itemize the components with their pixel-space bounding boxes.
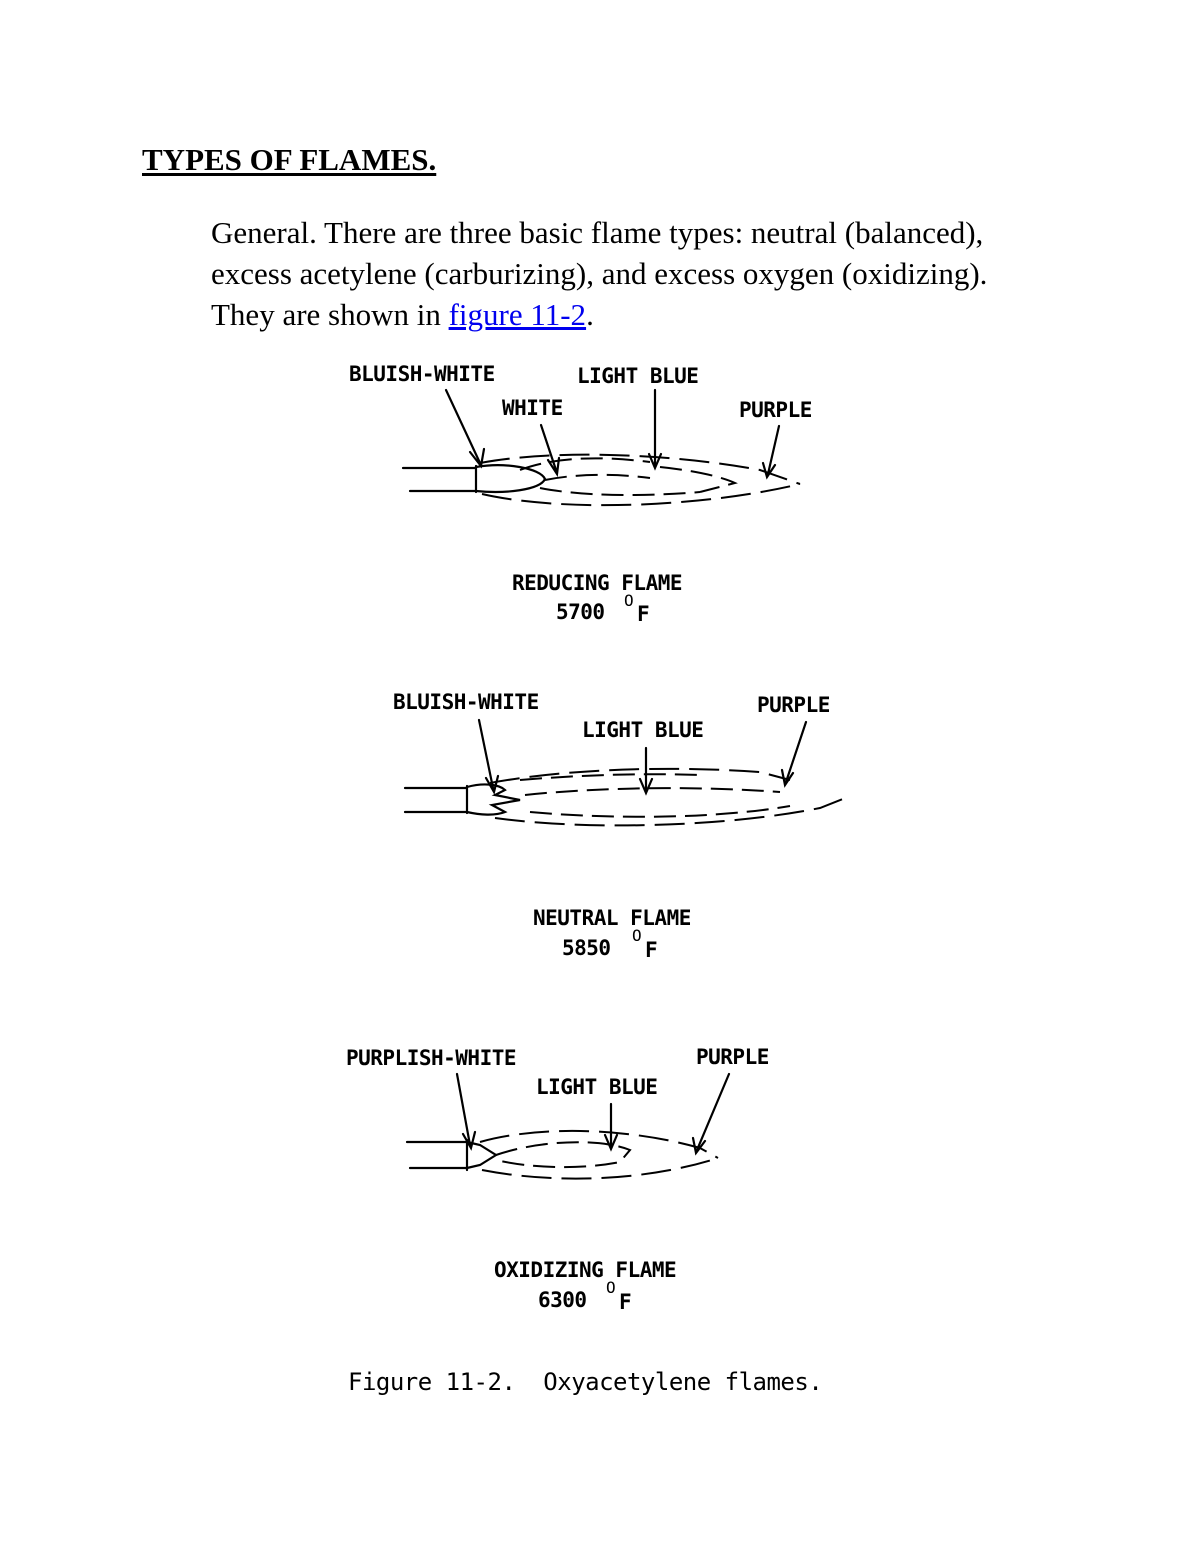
degree-symbol-oxidizing: O	[606, 1278, 616, 1297]
torch-tip	[405, 1138, 469, 1172]
torch-tip	[401, 464, 478, 494]
arrow-purple	[780, 720, 808, 788]
torch-tip	[403, 784, 469, 815]
neutral-flame-diagram: BLUISH-WHITE PURPLE LIGHT BLUE NEUTRAL F…	[393, 690, 849, 962]
unit-neutral: F	[645, 938, 657, 962]
unit-oxidizing: F	[619, 1290, 631, 1314]
label-purplish-white: PURPLISH-WHITE	[346, 1046, 516, 1070]
reducing-flame-diagram: BLUISH-WHITE LIGHT BLUE WHITE PURPLE RED…	[349, 362, 812, 626]
label-light-blue: LIGHT BLUE	[536, 1075, 657, 1099]
degree-symbol-neutral: O	[632, 926, 642, 945]
flame-temp-reducing: 5700	[556, 600, 605, 624]
arrow-bluish-white	[477, 718, 500, 795]
inner-envelope	[495, 1141, 632, 1169]
general-paragraph: General. There are three basic flame typ…	[211, 212, 1011, 335]
arrow-white	[539, 423, 561, 478]
flame-name-neutral: NEUTRAL FLAME	[533, 906, 691, 930]
arrow-light-blue	[603, 1102, 619, 1152]
flame-name-oxidizing: OXIDIZING FLAME	[494, 1258, 676, 1282]
arrow-light-blue	[647, 388, 663, 471]
flame-temp-oxidizing: 6300	[538, 1288, 587, 1312]
flame-name-reducing: REDUCING FLAME	[512, 571, 682, 595]
inner-cone	[465, 1140, 499, 1170]
oxidizing-flame-diagram: PURPLISH-WHITE PURPLE LIGHT BLUE OXIDIZI…	[346, 1045, 769, 1314]
arrow-purple	[761, 424, 781, 480]
label-light-blue: LIGHT BLUE	[582, 718, 703, 742]
label-purple: PURPLE	[739, 398, 812, 422]
figure-link[interactable]: figure 11-2	[448, 297, 587, 332]
envelope-outline	[479, 1129, 719, 1180]
envelope-outline	[479, 453, 801, 507]
degree-symbol-reducing: O	[624, 591, 634, 610]
label-white: WHITE	[502, 396, 563, 420]
arrow-light-blue	[638, 746, 654, 796]
label-purple: PURPLE	[757, 693, 830, 717]
label-light-blue: LIGHT BLUE	[577, 364, 698, 388]
figure-caption: Figure 11-2. Oxyacetylene flames.	[348, 1368, 822, 1396]
inner-envelope	[659, 466, 738, 493]
paragraph-text: General. There are three basic flame typ…	[211, 215, 988, 332]
inner-cone	[474, 464, 547, 494]
feather-lower	[539, 487, 701, 497]
paragraph-end: .	[586, 297, 594, 332]
label-purple: PURPLE	[696, 1045, 769, 1069]
arrow-purplish-white	[455, 1072, 477, 1151]
envelope-outline	[489, 767, 849, 827]
inner-envelope	[519, 773, 791, 818]
flame-temp-neutral: 5850	[562, 936, 611, 960]
label-bluish-white: BLUISH-WHITE	[349, 362, 495, 386]
feather-outline	[519, 457, 651, 481]
inner-cone	[465, 783, 521, 816]
arrow-purple	[691, 1072, 731, 1156]
label-bluish-white: BLUISH-WHITE	[393, 690, 539, 714]
unit-reducing: F	[637, 602, 649, 626]
arrow-bluish-white	[444, 388, 486, 469]
page-heading: TYPES OF FLAMES.	[142, 142, 437, 177]
